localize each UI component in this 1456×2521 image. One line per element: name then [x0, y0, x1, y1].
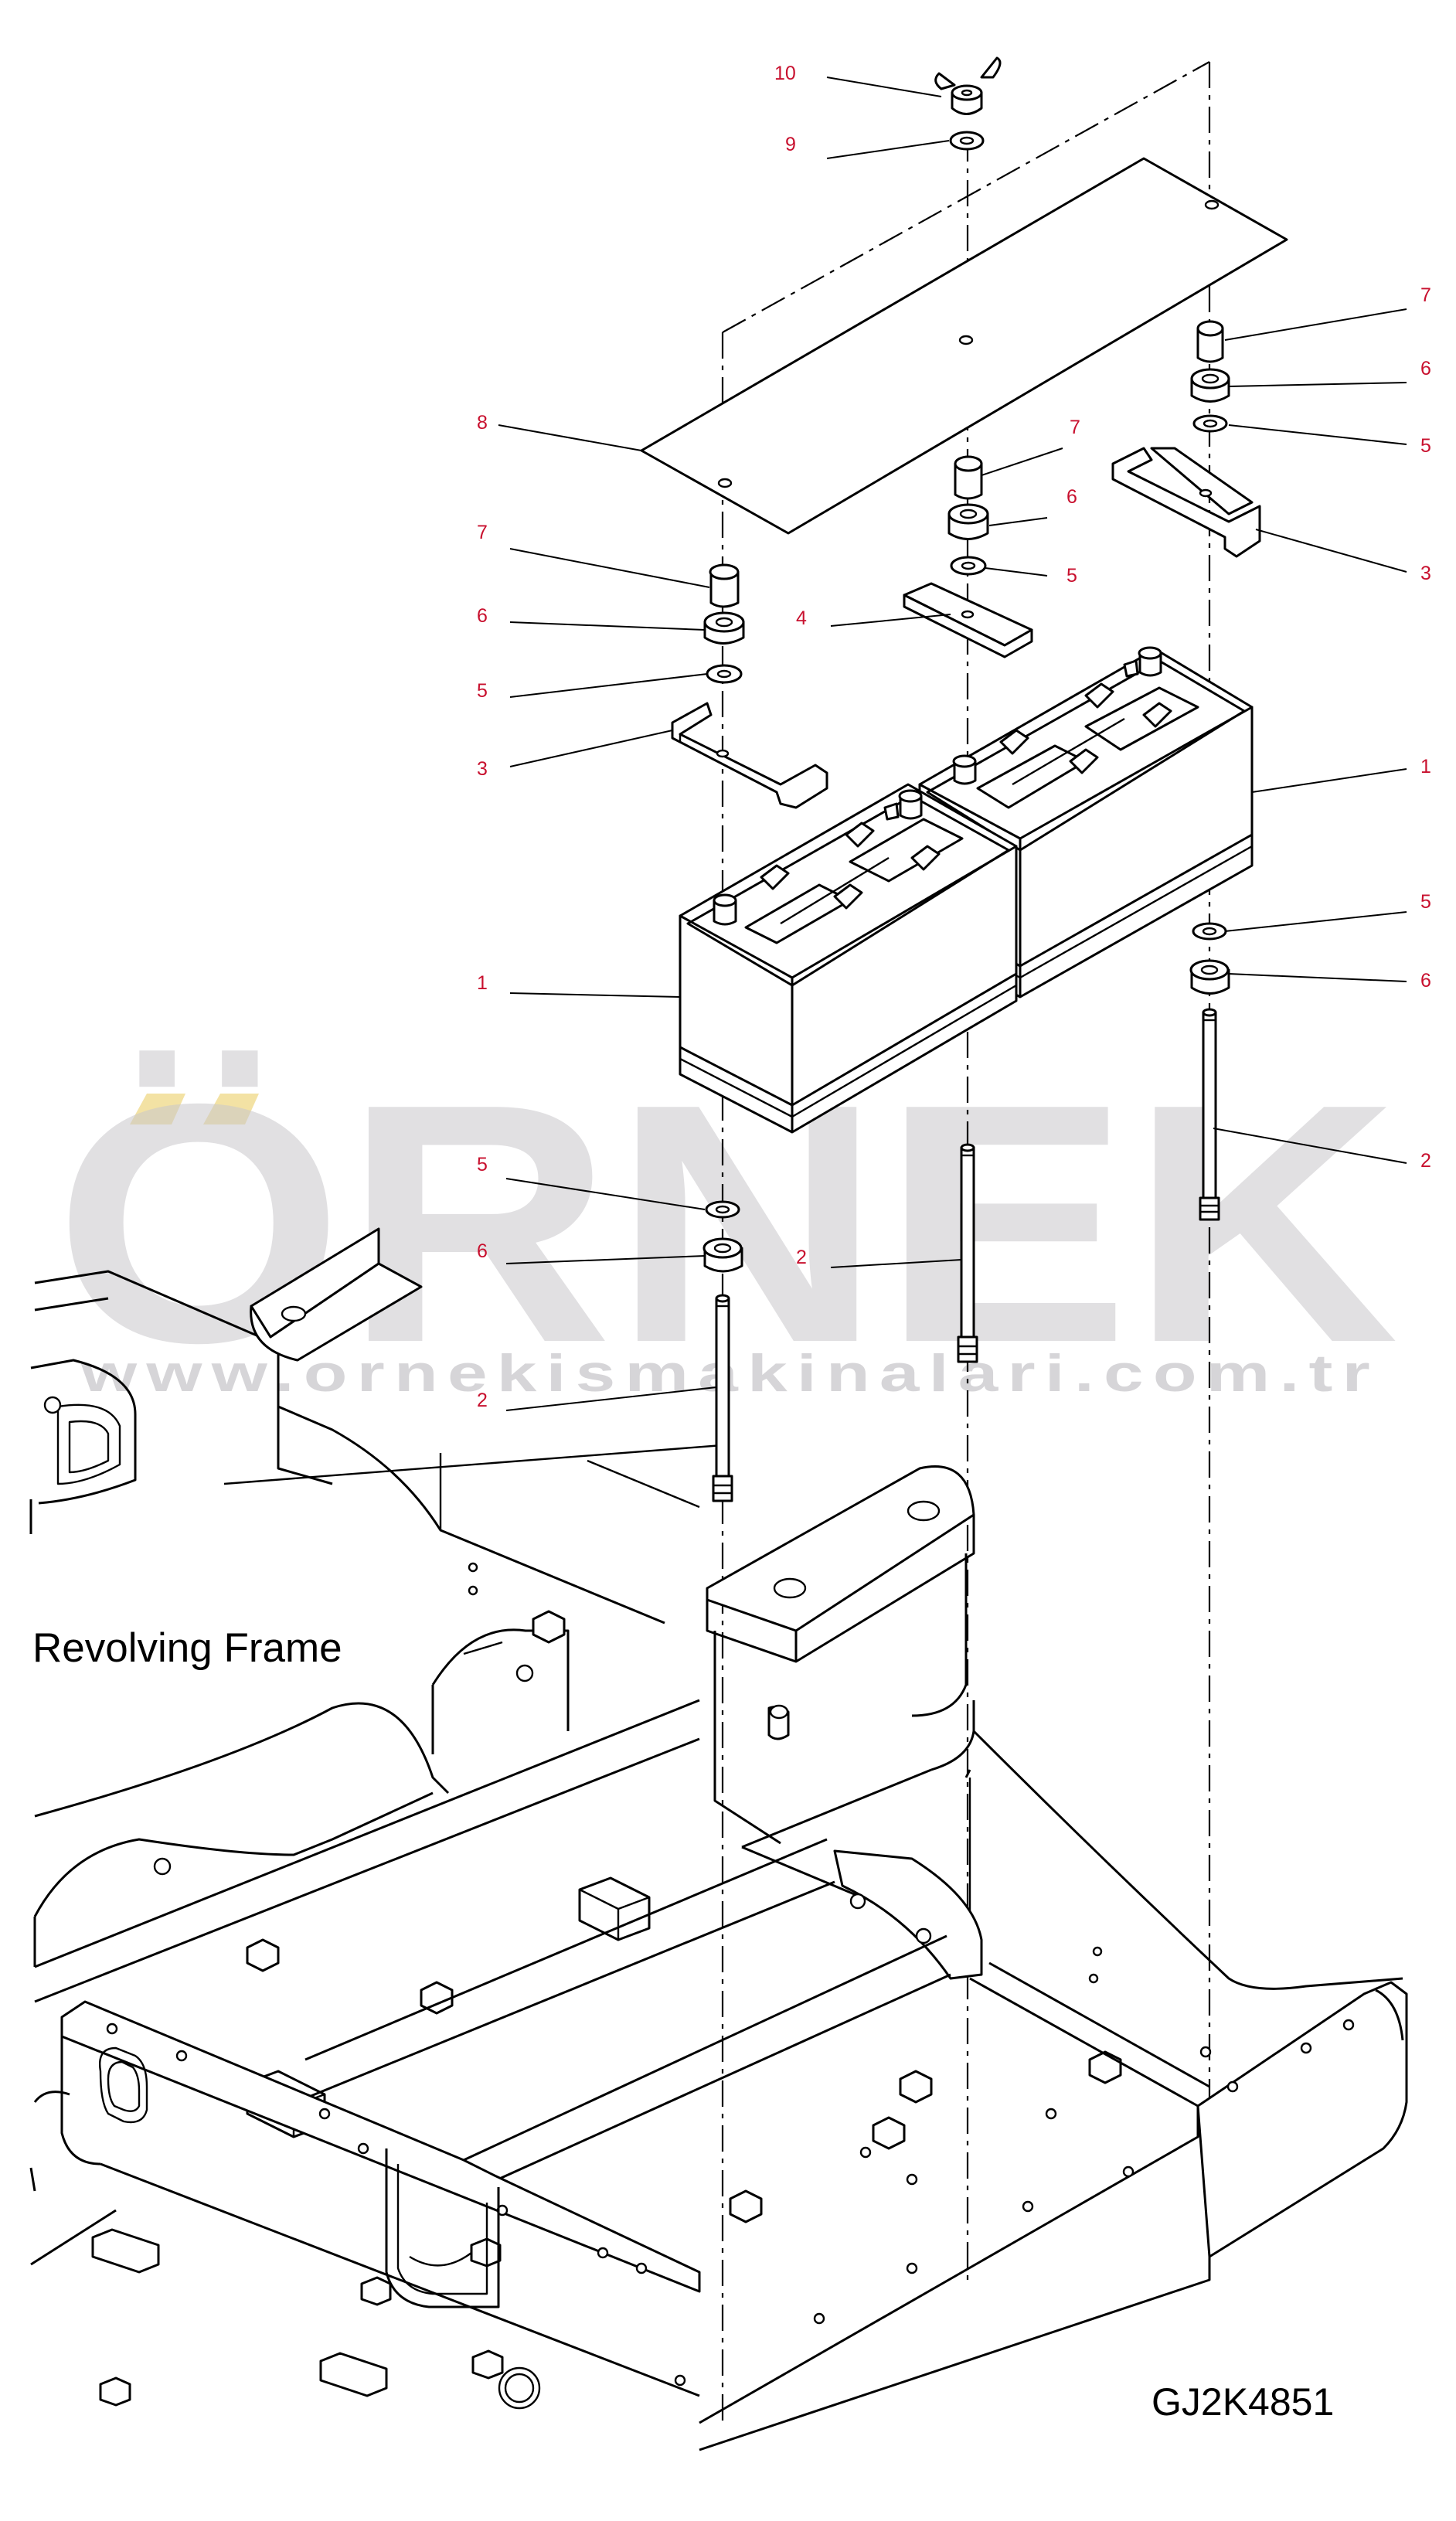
middle-spacer [954, 455, 983, 500]
callout-6-left: 6 [477, 605, 488, 627]
callout-4: 4 [796, 607, 807, 629]
right-spacer [1196, 320, 1224, 363]
left-lower-washer [705, 1200, 740, 1219]
callout-10: 10 [774, 63, 796, 84]
callout-5-middle: 5 [1066, 565, 1077, 587]
middle-nut [947, 503, 989, 540]
left-nut [703, 611, 745, 645]
left-hold-down-bracket [671, 702, 828, 809]
callout-6-right-lower: 6 [1420, 970, 1431, 992]
middle-clamp-strap [903, 582, 1033, 658]
watermark-umlaut-left [130, 1094, 185, 1124]
rod-right [1199, 1008, 1220, 1221]
revolving-frame [29, 1227, 1408, 2451]
callout-6-left-lower: 6 [477, 1240, 488, 1262]
watermark-umlaut-right [203, 1094, 259, 1124]
battery-cover-plate [640, 157, 1288, 535]
washer-top [949, 131, 985, 151]
callout-7-left: 7 [477, 522, 488, 543]
callout-5-left: 5 [477, 680, 488, 702]
drawing-code: GJ2K4851 [1152, 2380, 1334, 2424]
callout-7-right: 7 [1420, 284, 1431, 306]
callouts: 10 9 8 7 6 5 3 1 7 6 5 4 7 6 5 3 1 5 6 2… [477, 63, 1431, 1411]
left-spacer [709, 563, 740, 608]
left-lower-nut [702, 1237, 743, 1273]
right-lower-nut [1189, 959, 1230, 995]
right-nut [1190, 368, 1230, 403]
leader-lines [498, 77, 1407, 1411]
callout-3-left: 3 [477, 758, 488, 780]
callout-6-middle: 6 [1066, 486, 1077, 508]
revolving-frame-caption: Revolving Frame [32, 1625, 342, 1671]
right-washer [1192, 414, 1228, 433]
right-hold-down-bracket [1111, 447, 1261, 558]
callout-9: 9 [785, 134, 796, 155]
battery-front [679, 783, 1018, 1134]
wing-nut [934, 56, 1002, 115]
battery-rear [918, 646, 1254, 999]
rod-left [712, 1294, 733, 1502]
callout-2-left: 2 [477, 1390, 488, 1411]
middle-washer [950, 556, 987, 576]
rod-middle [957, 1143, 978, 1363]
callout-5-right: 5 [1420, 435, 1431, 457]
callout-8: 8 [477, 412, 488, 434]
center-line-top [722, 61, 1210, 333]
left-washer [706, 664, 743, 684]
callout-3-right: 3 [1420, 563, 1431, 584]
callout-6-right: 6 [1420, 358, 1431, 379]
callout-7-middle: 7 [1070, 417, 1080, 438]
callout-2-middle: 2 [796, 1247, 807, 1268]
callout-5-right-lower: 5 [1420, 891, 1431, 913]
callout-5-left-lower: 5 [477, 1154, 488, 1175]
right-lower-washer [1192, 922, 1227, 941]
callout-2-right: 2 [1420, 1150, 1431, 1172]
callout-1-right: 1 [1420, 756, 1431, 777]
callout-1-left: 1 [477, 972, 488, 994]
